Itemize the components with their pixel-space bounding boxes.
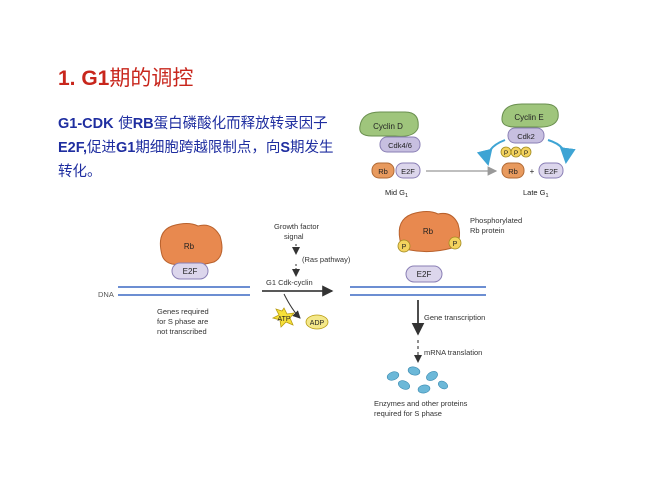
enzyme-blob-3 (426, 371, 438, 381)
cdk2-label: Cdk2 (517, 132, 535, 141)
e2f-right (405, 265, 443, 283)
growth-factor-line-1: Growth factor (274, 222, 320, 231)
genes-line-2: for S phase are (157, 317, 208, 326)
plus-sign: + (530, 167, 535, 176)
signal-pathway: Growth factor signal (Ras pathway) G1 Cd… (262, 222, 351, 330)
phosphate-rb-right (448, 236, 462, 250)
mrna-translation-label: mRNA translation (424, 348, 482, 357)
phosphate-rb-right-label: P (453, 241, 458, 248)
genes-line-1: Genes required (157, 307, 209, 316)
desc-run: 促进 (87, 140, 117, 156)
adp-oval (305, 314, 329, 330)
late-g1-panel: Cyclin E Cdk2 P P P Rb + E2F Late G1 (476, 103, 576, 199)
phosphate-3-label: P (524, 150, 528, 157)
slide-title: 1. G1期的调控 (58, 67, 194, 90)
e2f-small-mid (395, 162, 421, 179)
desc-run: G1-CDK (58, 116, 114, 132)
phosphate-3 (520, 146, 532, 158)
e2f-left (171, 262, 209, 280)
enzymes-line-1: Enzymes and other proteins (374, 399, 468, 408)
phosphate-1-label: P (504, 150, 508, 157)
e2f-small-mid-label: E2F (401, 167, 415, 176)
g1-cdk-cyclin-label: G1 Cdk-cyclin (266, 278, 313, 287)
atp-burst (271, 307, 295, 328)
e2f-small-late-label: E2F (544, 167, 558, 176)
desc-run: RB (132, 116, 154, 132)
slide-description: G1-CDK 使RB蛋白磷酸化而释放转录因子 E2F,促进G1期细胞跨越限制点，向… (58, 112, 343, 184)
ras-pathway-label: (Ras pathway) (302, 255, 351, 264)
mid-g1-label: Mid G1 (385, 188, 408, 199)
desc-run: G1 (116, 140, 136, 156)
enzymes-line-2: required for S phase (374, 409, 442, 418)
atp-to-adp-curve (283, 293, 301, 319)
desc-run: S (280, 140, 291, 156)
phosphorylated-line-2: Rb protein (470, 226, 505, 235)
rb-protein-left (159, 223, 223, 267)
rb-small-late (501, 162, 525, 179)
phosphate-rb-left (397, 239, 411, 253)
right-state: Rb P P Phosphorylated Rb protein E2F Gen… (350, 211, 522, 418)
desc-run: 期发生转化。 (58, 140, 334, 180)
dna-label: DNA (98, 290, 114, 299)
late-g1-label: Late G1 (523, 188, 549, 199)
growth-factor-line-2: signal (284, 232, 304, 241)
desc-run: 期细胞跨越限制点，向 (135, 140, 281, 156)
enzyme-blob-6 (438, 380, 448, 390)
e2f-right-label: E2F (417, 270, 432, 279)
cdk46-label: Cdk4/6 (388, 141, 412, 150)
phosphate-rb-left-label: P (402, 244, 407, 251)
e2f-left-label: E2F (183, 267, 198, 276)
mid-g1-panel: Cyclin D Cdk4/6 Rb E2F Mid G1 (359, 111, 421, 199)
cdk2-shape (507, 127, 545, 144)
cyclin-d-label: Cyclin D (373, 122, 403, 131)
desc-run: 蛋白磷酸化而释放转录因子 (153, 116, 328, 132)
rb-right-label: Rb (423, 227, 434, 236)
enzyme-blob-1 (386, 371, 400, 381)
adp-label: ADP (310, 320, 325, 327)
enzyme-blob-5 (417, 384, 431, 394)
feedback-arrow-left (476, 139, 506, 166)
cyclin-d-shape (359, 111, 419, 137)
rb-protein-right (398, 211, 460, 253)
desc-run: 使 (113, 116, 133, 132)
cyclin-e-shape (501, 103, 559, 128)
phosphate-2-label: P (514, 150, 518, 157)
rb-small-mid-label: Rb (378, 167, 388, 176)
rb-small-mid (371, 162, 395, 179)
enzyme-blob-2 (407, 366, 421, 376)
enzyme-blob-4 (398, 380, 410, 390)
desc-run: E2F, (58, 140, 88, 156)
genes-line-3: not transcribed (157, 327, 207, 336)
atp-label: ATP (277, 316, 290, 323)
rb-left-label: Rb (184, 242, 195, 251)
e2f-small-late (538, 162, 564, 179)
phosphorylated-line-1: Phosphorylated (470, 216, 522, 225)
rb-small-late-label: Rb (508, 167, 518, 176)
cyclin-e-label: Cyclin E (514, 113, 543, 122)
left-state: DNA Rb E2F Genes required for S phase ar… (98, 223, 250, 336)
gene-transcription-label: Gene transcription (424, 313, 485, 322)
feedback-arrow-right (547, 139, 576, 164)
cdk46-shape (379, 136, 421, 153)
